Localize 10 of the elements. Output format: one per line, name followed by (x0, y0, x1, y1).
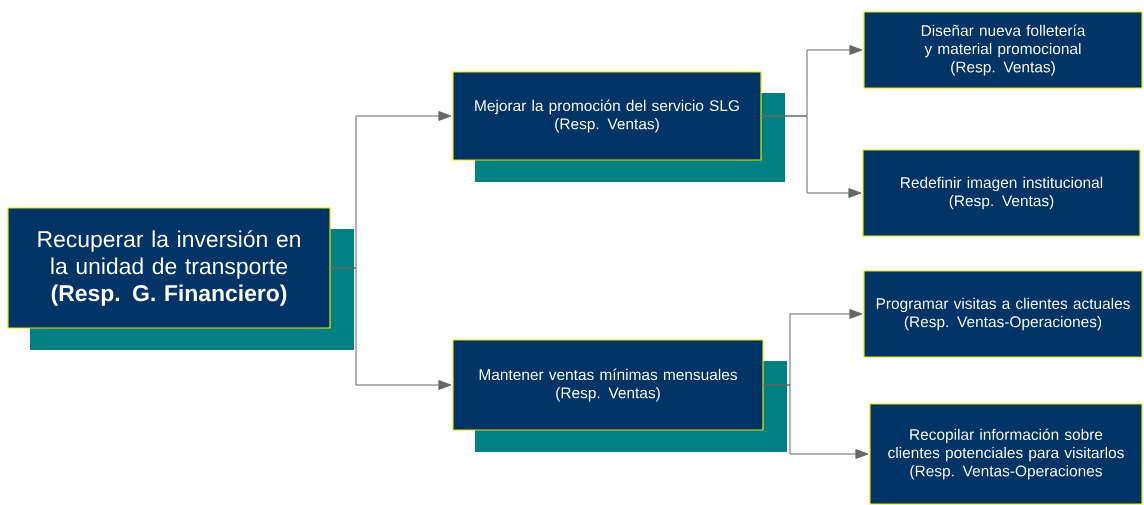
process-box: Diseñar nueva folletería y material promocional (Resp. Ventas) (863, 11, 1143, 89)
process-box: Redefinir imagen institucional (Resp. Ventas) (862, 149, 1141, 237)
arrow (763, 384, 869, 459)
process-box: Recuperar la inversión en la unidad de transporte (Resp. G. Financiero) (7, 207, 331, 329)
process-box: Mantener ventas mínimas mensuales (Resp. Ventas) (452, 339, 764, 431)
arrow (761, 115, 862, 198)
process-box: Programar visitas a clientes actuales (Resp. Ventas-Operaciones) (863, 270, 1143, 358)
arrow (330, 267, 452, 390)
process-box: Mejorar la promoción del servicio SLG (Resp. Ventas) (452, 71, 762, 161)
process-box: Recopilar información sobre clientes potenciales para visitarlos (Resp. Ventas-Operaciones (869, 403, 1143, 505)
